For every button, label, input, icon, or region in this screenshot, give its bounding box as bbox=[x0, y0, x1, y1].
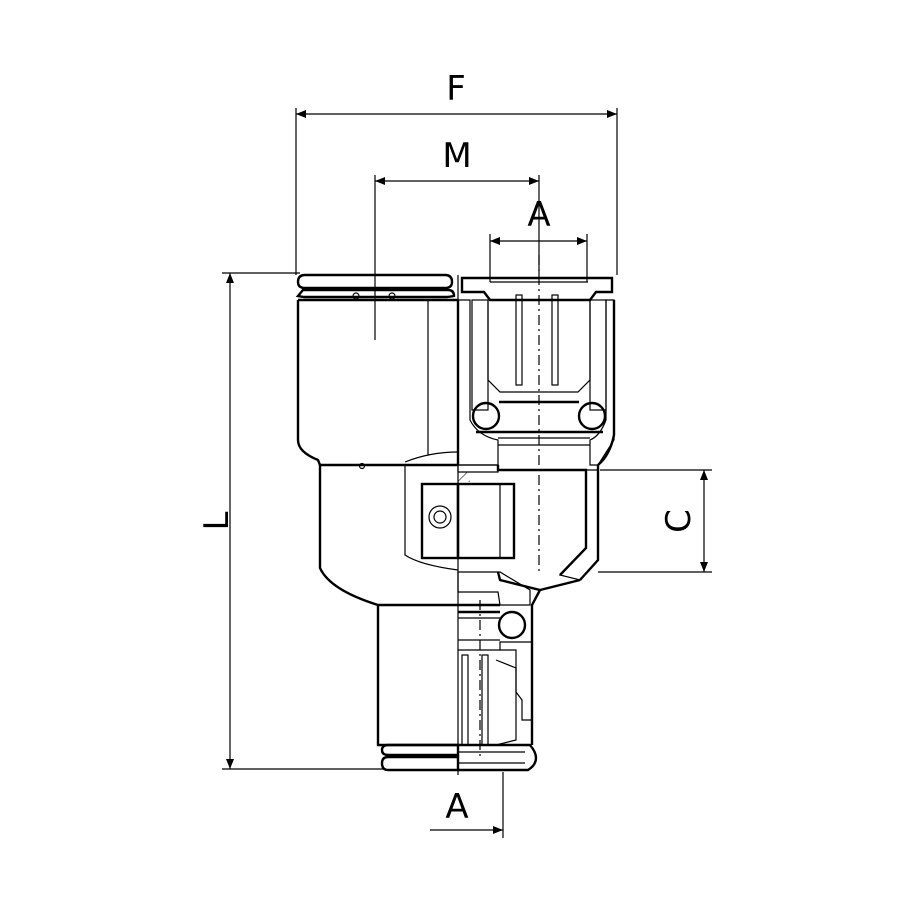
dimension-a-bottom: A bbox=[430, 772, 504, 838]
dimension-f: F bbox=[295, 69, 618, 275]
dim-label-c: C bbox=[659, 509, 699, 533]
dim-label-m: M bbox=[442, 136, 471, 176]
dimension-m: M bbox=[374, 136, 540, 340]
dim-label-l: L bbox=[197, 511, 237, 530]
dim-label-a-top: A bbox=[527, 195, 550, 235]
dimension-a-top: A bbox=[489, 195, 588, 282]
dim-label-a-bottom: A bbox=[445, 787, 468, 827]
dimension-l: L bbox=[197, 272, 385, 770]
dim-label-f: F bbox=[446, 69, 466, 109]
dimension-c: C bbox=[598, 469, 712, 573]
exterior-view bbox=[295, 273, 460, 772]
section-view bbox=[456, 276, 616, 772]
